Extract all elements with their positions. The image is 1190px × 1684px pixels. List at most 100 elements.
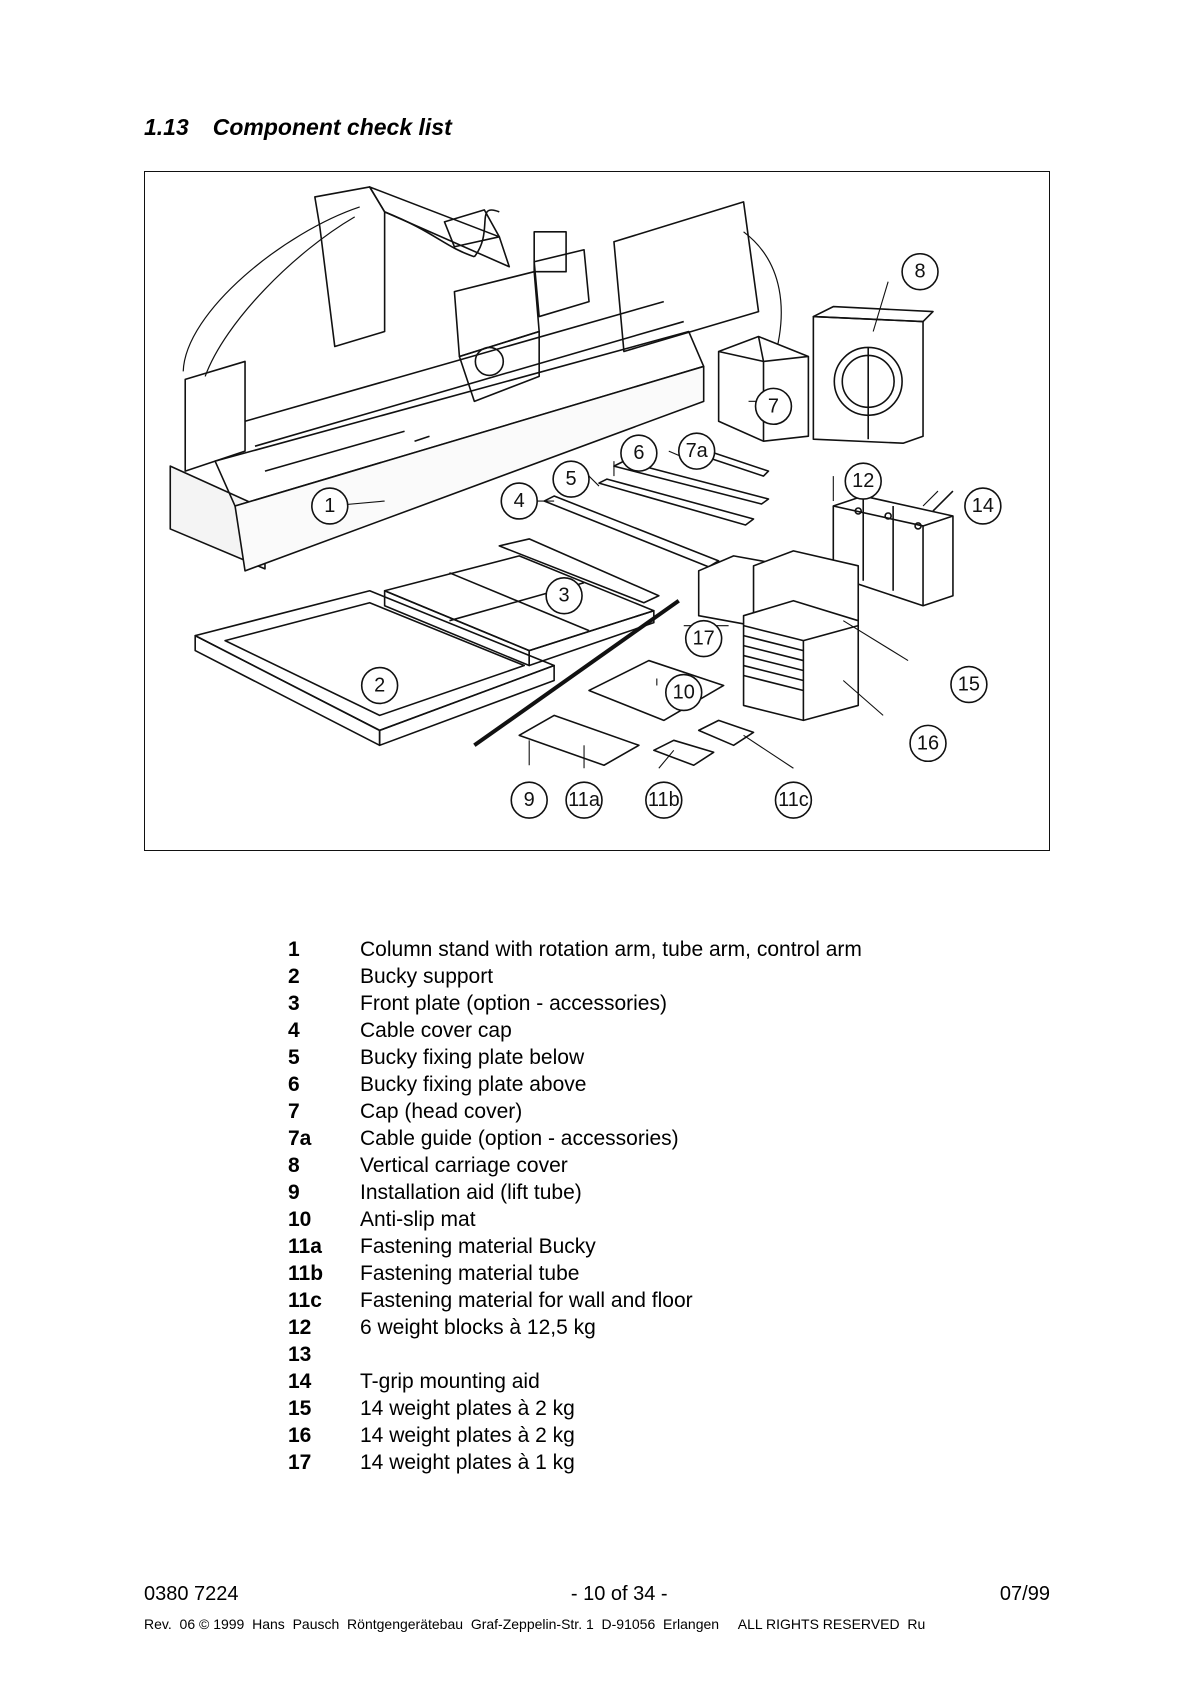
item-description: 6 weight blocks à 12,5 kg [360,1315,596,1339]
page-number: - 10 of 34 - [570,1583,668,1605]
item-number: 11c [288,1288,322,1312]
list-item: 13 [288,1341,862,1368]
bucky-support-drawing [194,589,555,747]
fastening-material-drawing [518,714,755,767]
item-number: 11a [288,1234,322,1258]
list-item: 4 Cable cover cap [288,1017,862,1044]
item-description: 14 weight plates à 2 kg [360,1423,575,1447]
callout-6 [620,434,658,472]
callout-11c [774,781,813,819]
callout-label: 2 [374,674,385,696]
item-description: 14 weight plates à 2 kg [360,1396,575,1420]
callout-12 [844,462,882,500]
callout-label: 9 [524,789,535,811]
callout-4 [500,482,538,520]
item-description: Bucky fixing plate below [360,1045,585,1069]
list-item: 7 Cap (head cover) [288,1098,862,1125]
component-drawing: 1 2 3 4 5 6 7 7a 8 9 10 11a 11b 11c 12 1… [169,186,1002,819]
document-number: 0380 7224 [144,1583,239,1605]
callout-label: 11b [648,789,680,811]
callout-label: 10 [673,681,695,703]
item-description: Front plate (option - accessories) [360,991,667,1015]
callout-11a [565,781,603,819]
weight-plates-drawing [697,550,860,722]
callout-label: 14 [972,495,994,517]
page-footer: 0380 7224 - 10 of 34 - 07/99 [144,1583,1050,1606]
carriage-cover-drawing [812,305,934,444]
front-plate-drawing [383,538,660,667]
item-number: 7 [288,1099,300,1123]
item-number: 14 [288,1369,312,1393]
item-number: 17 [288,1450,312,1474]
item-number: 4 [288,1018,300,1042]
list-item: 16 14 weight plates à 2 kg [288,1422,862,1449]
item-description: Cable cover cap [360,1018,512,1042]
item-description: Installation aid (lift tube) [360,1180,582,1204]
item-description: Vertical carriage cover [360,1153,568,1177]
anti-slip-mat-drawing [588,659,725,722]
callout-9 [510,781,548,819]
item-number: 11b [288,1261,324,1285]
document-date: 07/99 [999,1583,1050,1605]
list-item: 1 Column stand with rotation arm, tube ar… [288,936,862,963]
callout-5 [552,460,590,498]
section-heading: 1.13 Component check list [144,114,452,141]
callout-16 [909,724,947,763]
item-description: Cable guide (option - accessories) [360,1126,679,1150]
item-number: 5 [288,1045,300,1069]
callout-label: 5 [566,468,577,490]
item-number: 15 [288,1396,312,1420]
item-number: 7a [288,1126,312,1150]
item-number: 3 [288,991,300,1015]
item-number: 1 [288,937,300,961]
item-number: 8 [288,1153,300,1177]
callout-10 [664,673,703,712]
callout-label: 7a [686,440,709,462]
callout-label: 6 [633,442,644,464]
list-item: 3 Front plate (option - accessories) [288,990,862,1017]
list-item: 11a Fastening material Bucky [288,1233,862,1260]
item-description: T-grip mounting aid [360,1369,540,1393]
list-item: 15 14 weight plates à 2 kg [288,1395,862,1422]
item-number: 2 [288,964,300,988]
list-item: 12 6 weight blocks à 12,5 kg [288,1314,862,1341]
item-number: 6 [288,1072,300,1096]
callout-label: 15 [958,673,980,695]
callout-label: 17 [693,628,715,650]
callout-3 [545,577,583,615]
callout-15 [950,665,988,704]
item-description: Anti-slip mat [360,1207,476,1231]
item-description: Fastening material for wall and floor [360,1288,693,1312]
list-item: 11b Fastening material tube [288,1260,862,1287]
callout-1 [311,487,349,525]
list-item: 14 T-grip mounting aid [288,1368,862,1395]
footer-imprint: Rev. 06 © 1999 Hans Pausch Röntgengeräte… [144,1616,926,1632]
section-title: Component check list [212,114,452,140]
section-number: 1.13 [144,114,189,140]
list-item: 5 Bucky fixing plate below [288,1044,862,1071]
callout-11b [645,781,683,819]
list-item: 8 Vertical carriage cover [288,1152,862,1179]
item-description: Fastening material Bucky [360,1234,596,1258]
item-number: 16 [288,1423,312,1447]
item-description: Fastening material tube [360,1261,580,1285]
lift-tube-drawing [473,599,680,747]
item-description: Cap (head cover) [360,1099,523,1123]
item-description: Bucky support [360,964,494,988]
column-stand-drawing [169,186,782,572]
item-number: 13 [288,1342,312,1366]
item-description: Column stand with rotation arm, tube arm… [360,937,862,961]
callout-label: 11a [568,789,601,811]
list-item: 11c Fastening material for wall and floor [288,1287,862,1314]
item-description: 14 weight plates à 1 kg [360,1450,575,1474]
callout-label: 16 [917,732,939,754]
callout-8 [901,252,939,291]
item-number: 12 [288,1315,312,1339]
callout-7a [677,432,716,470]
list-item: 10 Anti-slip mat [288,1206,862,1233]
item-number: 10 [288,1207,312,1231]
callout-label: 4 [514,490,525,512]
component-illustration: 1 2 3 4 5 6 7 7a 8 9 10 11a 11b 11c 12 1… [144,171,1050,851]
callout-label: 1 [324,495,335,517]
